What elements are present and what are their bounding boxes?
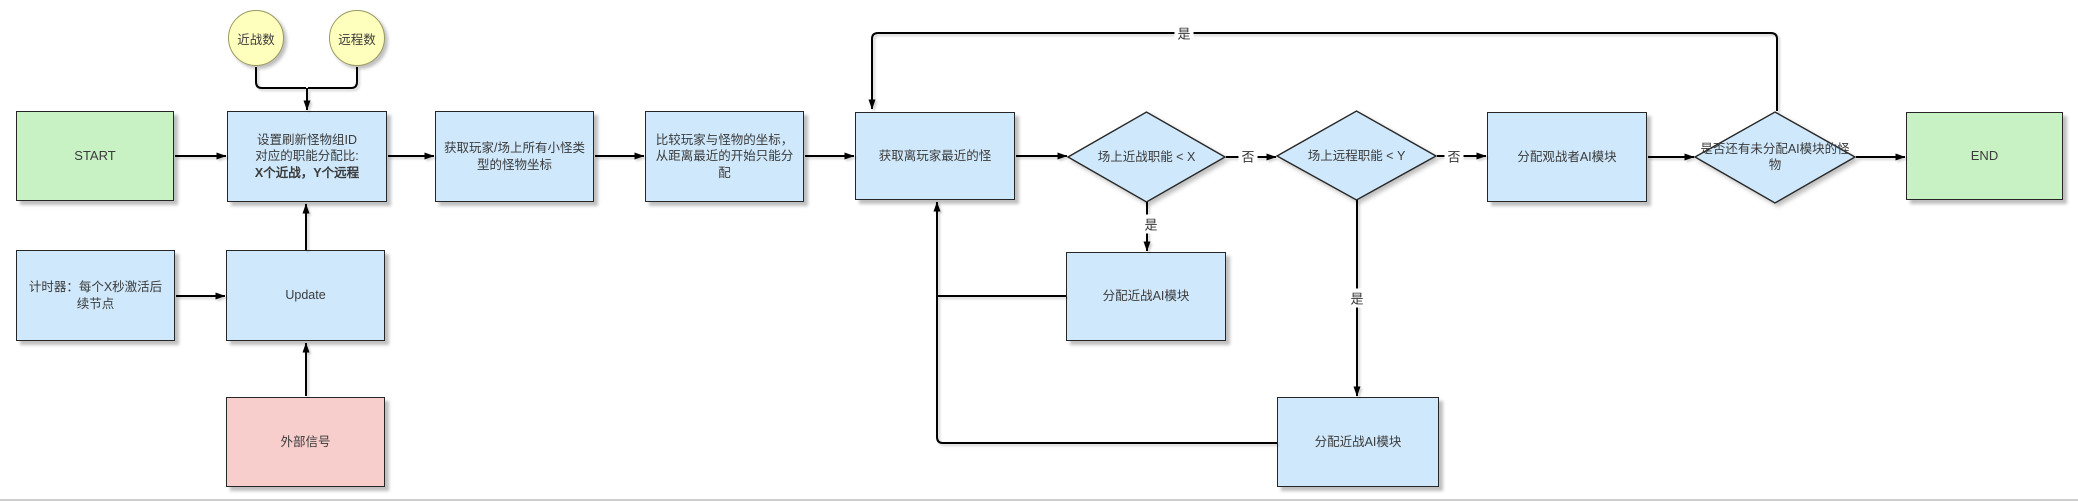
data-node-melee-count: 近战数: [228, 10, 284, 66]
node-assign-melee-bottom: 分配近战AI模块: [1277, 397, 1439, 487]
edge-label-ranged-check-no: 否: [1444, 146, 1464, 166]
connectors: [175, 32, 1906, 444]
data-node-ranged-count-label: 远程数: [338, 32, 376, 47]
node-timer: 计时器：每个X秒激活后续节点: [16, 250, 175, 341]
node-unassigned-check-label: 是否还有未分配AI模块的怪物: [1700, 142, 1850, 172]
node-update: Update: [226, 250, 385, 341]
edge-melee-count-merge: [255, 67, 306, 89]
node-assign-melee-bottom-label: 分配近战AI模块: [1314, 434, 1402, 449]
node-assign-spectator-label: 分配观战者AI模块: [1517, 149, 1617, 164]
data-node-melee-count-label: 近战数: [237, 32, 275, 47]
node-get-nearest: 获取离玩家最近的怪: [855, 112, 1015, 200]
node-unassigned-check-diamond: [1693, 111, 1857, 204]
node-start-label: START: [74, 148, 116, 164]
node-set-ratio-line2: 对应的职能分配比:: [255, 149, 359, 164]
node-ranged-check-label: 场上远程职能 < Y: [1307, 149, 1406, 163]
node-compare-coords-label: 比较玩家与怪物的坐标，从距离最近的开始只能分配: [655, 132, 794, 180]
node-get-coords: 获取玩家/场上所有小怪类型的怪物坐标: [435, 111, 594, 202]
edge-label-unassigned-check-yes: 是: [1174, 23, 1194, 43]
node-get-nearest-label: 获取离玩家最近的怪: [878, 148, 992, 163]
node-update-label: Update: [285, 288, 326, 303]
node-ranged-check-diamond: [1275, 110, 1438, 201]
node-set-ratio-line3: X个近战，Y个远程: [254, 165, 360, 180]
node-start: START: [16, 111, 174, 201]
node-assign-melee-top: 分配近战AI模块: [1066, 252, 1226, 341]
edge-label-melee-check-yes: 是: [1141, 214, 1161, 234]
node-set-ratio-line1: 设置刷新怪物组ID: [256, 132, 357, 147]
data-node-ranged-count: 远程数: [329, 10, 385, 66]
node-melee-check-diamond: [1066, 111, 1227, 203]
node-set-ratio: 设置刷新怪物组ID 对应的职能分配比: X个近战，Y个远程: [227, 111, 387, 202]
edge-label-ranged-check-yes: 是: [1347, 288, 1367, 308]
node-assign-melee-top-label: 分配近战AI模块: [1102, 289, 1190, 304]
node-assign-spectator: 分配观战者AI模块: [1487, 112, 1647, 202]
node-compare-coords: 比较玩家与怪物的坐标，从距离最近的开始只能分配: [645, 111, 804, 202]
node-end-label: END: [1970, 148, 1999, 164]
node-external-signal-label: 外部信号: [280, 434, 331, 449]
edge-label-melee-check-no: 否: [1238, 146, 1258, 166]
node-end: END: [1906, 112, 2063, 200]
node-get-coords-label: 获取玩家/场上所有小怪类型的怪物坐标: [444, 141, 585, 172]
edge-ranged-count-merge: [308, 67, 358, 89]
node-external-signal: 外部信号: [226, 397, 385, 487]
node-timer-label: 计时器：每个X秒激活后续节点: [28, 280, 163, 311]
edge-unassigned-check-yes-loop: [868, 32, 1778, 111]
node-melee-check-label: 场上近战职能 < X: [1097, 150, 1196, 164]
